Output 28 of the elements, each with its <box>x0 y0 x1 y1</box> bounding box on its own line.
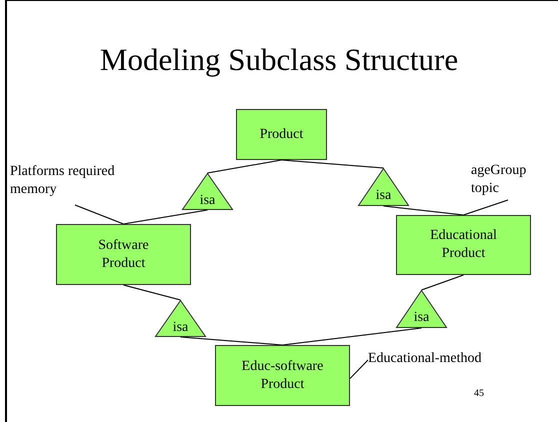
isa-triangle <box>182 173 233 210</box>
relation-label: isa <box>376 187 392 205</box>
attribute-note: Educational-method <box>368 348 518 370</box>
attribute-note: ageGroup topic <box>471 160 551 200</box>
relation-label: isa <box>200 192 216 210</box>
relation-label: isa <box>172 318 188 336</box>
entity-box: Product <box>236 109 327 160</box>
connector-line <box>180 336 283 346</box>
connector-line <box>383 206 464 216</box>
connector-line <box>123 210 208 224</box>
entity-box: Software Product <box>56 224 191 285</box>
leader-line <box>463 200 508 216</box>
connector-line <box>281 160 384 168</box>
entity-box: Educ-software Product <box>215 345 350 406</box>
isa-triangle <box>396 290 447 328</box>
slide-title: Modeling Subclass Structure <box>98 42 460 78</box>
connector-line <box>123 284 181 300</box>
leader-line <box>74 204 124 224</box>
isa-triangle <box>155 300 206 337</box>
attribute-note: Platforms required memory <box>10 160 122 202</box>
leader-line <box>350 360 368 380</box>
connector-line <box>282 328 422 346</box>
page-number: 45 <box>474 388 484 399</box>
connector-line <box>421 274 464 290</box>
isa-triangle <box>358 168 409 206</box>
relation-label: isa <box>414 309 430 327</box>
entity-box: Educational Product <box>396 215 531 275</box>
connector-line <box>207 160 282 174</box>
